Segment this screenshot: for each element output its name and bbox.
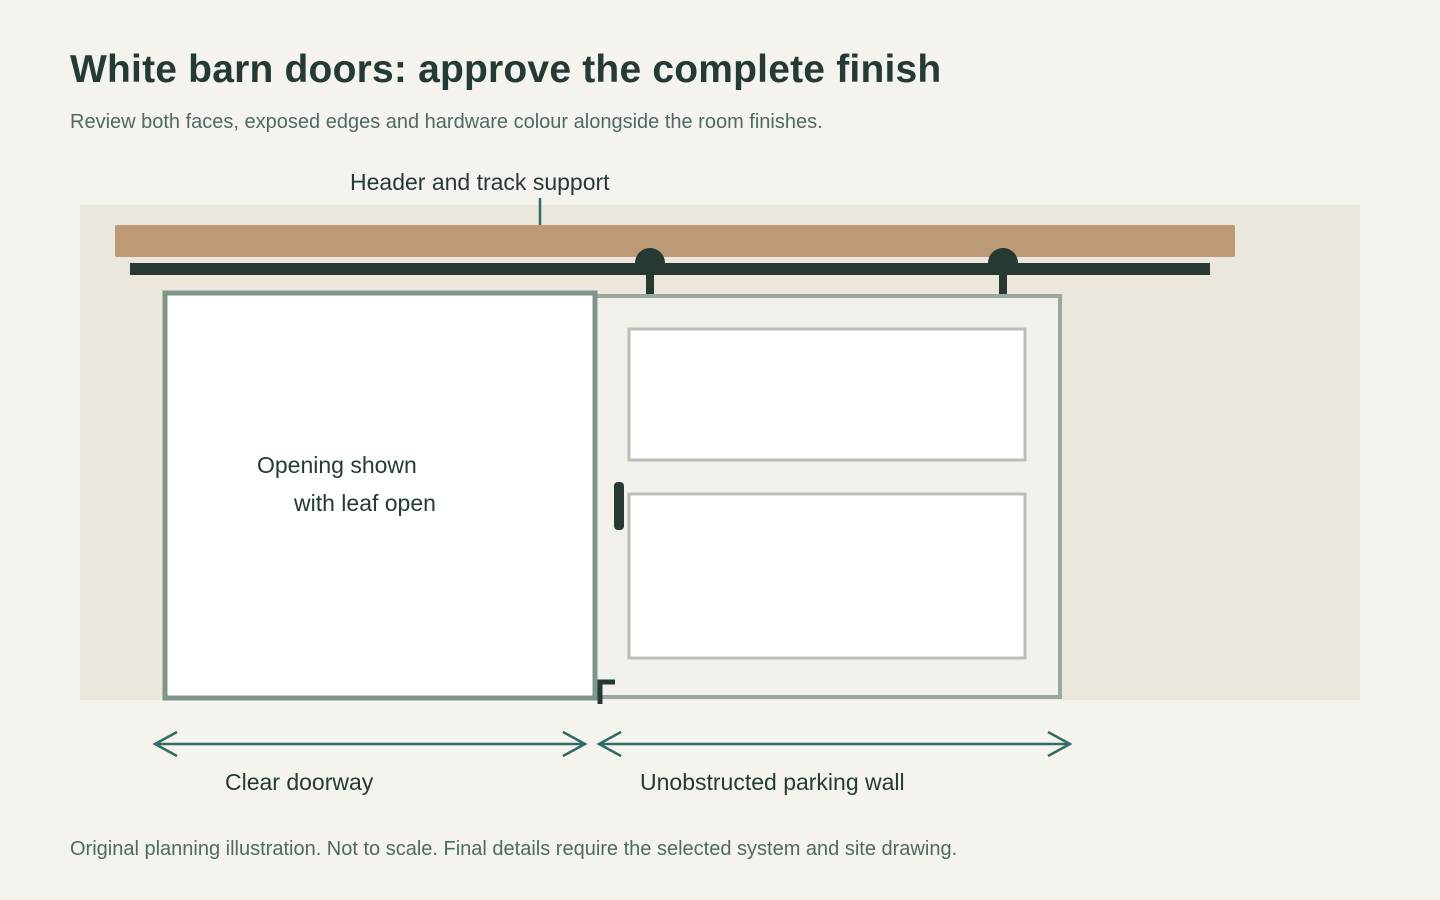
doorway-opening <box>162 290 598 701</box>
door-upper-panel <box>627 327 1027 462</box>
clear-doorway-dimension <box>152 730 588 758</box>
roller-right <box>988 248 1018 297</box>
opening-label-line2: with leaf open <box>293 490 436 516</box>
footnote: Original planning illustration. Not to s… <box>70 838 958 860</box>
page-subtitle: Review both faces, exposed edges and har… <box>70 111 823 133</box>
track-rail <box>130 263 1210 275</box>
roller-left <box>635 248 665 297</box>
parking-wall-dimension <box>596 730 1073 758</box>
page-title: White barn doors: approve the complete f… <box>70 48 942 91</box>
header-label: Header and track support <box>350 169 610 195</box>
door-lower-panel <box>627 492 1027 660</box>
header-board <box>115 225 1235 257</box>
opening-label-line1: Opening shown <box>257 452 417 478</box>
door-handle <box>614 482 624 530</box>
floor-guide <box>597 679 615 704</box>
clear-doorway-label: Clear doorway <box>225 769 374 795</box>
parking-wall-label: Unobstructed parking wall <box>640 769 905 795</box>
